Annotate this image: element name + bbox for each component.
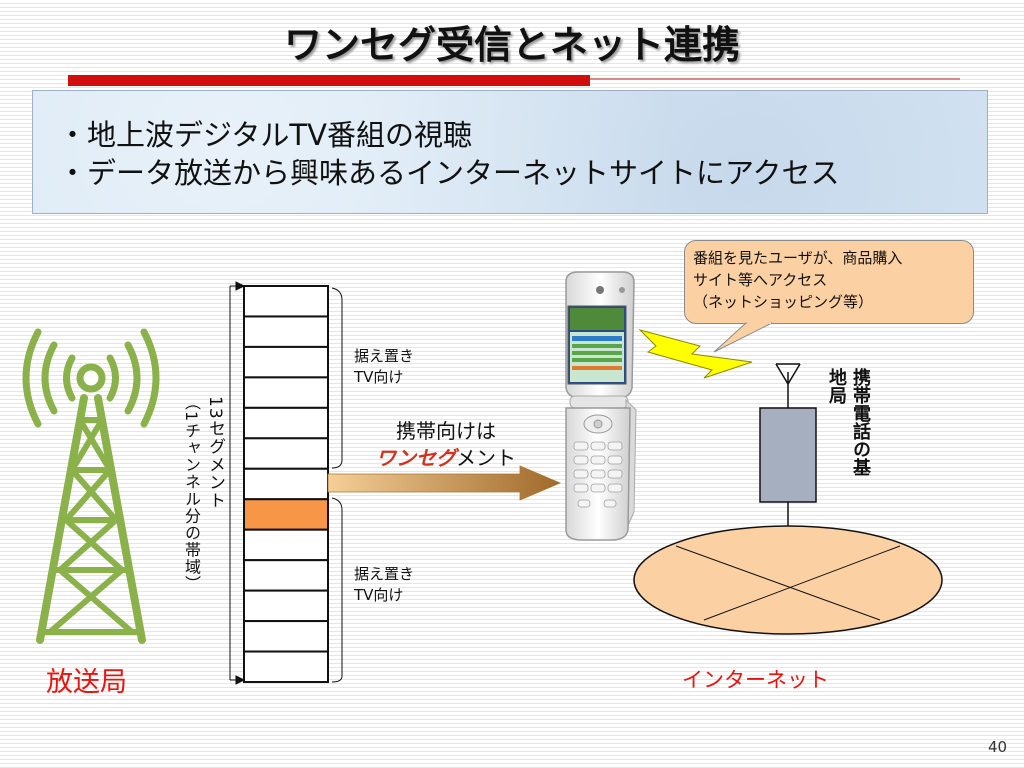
- segment-6: [243, 437, 329, 470]
- wireless-signal-icon: [638, 329, 753, 379]
- page-number: 40: [988, 738, 1008, 756]
- title-underline-red: [68, 75, 590, 86]
- callout-line-2: サイト等へアクセス: [693, 271, 828, 289]
- segment-7: [243, 467, 329, 501]
- base-station-label: 携帯電話の基地局: [826, 368, 871, 476]
- mobile-phone-icon: [565, 271, 637, 541]
- segment-3: [243, 345, 329, 379]
- segment-1: [243, 285, 329, 318]
- base-station-icon: [759, 363, 817, 528]
- bullet-box: [32, 90, 988, 214]
- internet-label: インターネット: [682, 668, 829, 692]
- callout-tail: [713, 322, 773, 353]
- segment-4: [243, 376, 329, 409]
- segment-9: [243, 528, 329, 562]
- upper-segment-label: 据え置き TV向け: [354, 347, 415, 386]
- segment-11: [243, 589, 329, 623]
- broadcast-station-label: 放送局: [46, 667, 127, 698]
- segment-13: [243, 650, 329, 683]
- bullet-item-1: ・地上波デジタルTV番組の視聴: [58, 118, 472, 152]
- segment-oneseg: [243, 498, 329, 531]
- segment-2: [243, 315, 329, 348]
- brace-upper: [331, 287, 343, 469]
- segment-span-marker: [229, 281, 246, 685]
- slide-title: ワンセグ受信とネット連携: [283, 23, 740, 67]
- callout-line-1: 番組を見たユーザが、商品購入: [693, 249, 903, 267]
- segment-10: [243, 559, 329, 592]
- segment-count-label: 13セグメント: [205, 396, 225, 510]
- segment-12: [243, 620, 329, 653]
- segment-column: [243, 285, 329, 683]
- oneseg-caption: 携帯向けは ワンセグメント: [376, 419, 516, 470]
- callout-line-3: （ネットショッピング等）: [693, 293, 874, 311]
- brace-lower: [331, 497, 343, 683]
- bullet-item-2: ・データ放送から興味あるインターネットサイトにアクセス: [58, 156, 840, 190]
- broadcast-tower-icon: [22, 328, 160, 644]
- title-underline-thin: [590, 78, 960, 80]
- oneseg-arrow: [327, 465, 562, 501]
- internet-network-icon: [633, 525, 943, 635]
- channel-bandwidth-label: （1チャンネル分の帯域）: [182, 394, 201, 593]
- lower-segment-label: 据え置き TV向け: [354, 565, 415, 604]
- segment-5: [243, 406, 329, 440]
- callout-bubble: 番組を見たユーザが、商品購入 サイト等へアクセス （ネットショッピング等）: [684, 240, 974, 324]
- oneseg-emphasis: ワンセグ: [376, 446, 456, 470]
